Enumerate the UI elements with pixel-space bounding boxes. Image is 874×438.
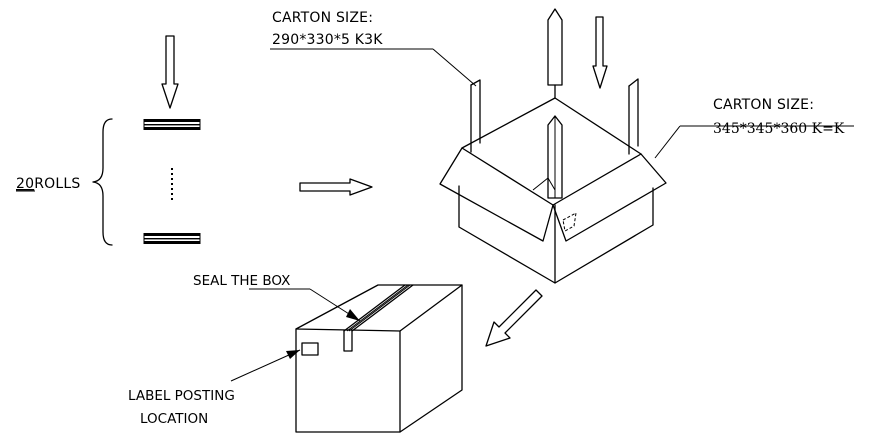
label-location-line2: LOCATION [140,411,208,427]
inner-carton-title: CARTON SIZE: [272,10,373,26]
roll-bottom [143,233,201,244]
down-arrow-rolls [161,35,179,109]
roll-top [143,119,201,130]
label-location: LABEL POSTING LOCATION [128,349,301,427]
rolls-count-label: 20ROLLS [16,176,80,192]
right-arrow [299,178,373,196]
seal-instruction: SEAL THE BOX [193,273,290,289]
stack-brace [92,118,113,246]
inner-carton-size: 290*330*5 K3K [272,32,383,48]
sealed-box [295,284,463,433]
rolls-stack: 20ROLLS [16,35,201,246]
outer-carton-label: CARTON SIZE: 345*345*360 K=K [654,97,854,159]
rolls-unit: ROLLS [34,176,80,192]
outer-carton-title: CARTON SIZE: [713,97,814,113]
inner-liner-posts [470,78,639,199]
down-arrow-carton [592,16,608,89]
label-location-line1: LABEL POSTING [128,388,235,404]
open-carton [439,8,667,284]
label-position-marker [301,342,319,356]
rolls-count: 20 [16,176,34,192]
inner-carton-label: CARTON SIZE: 290*330*5 K3K [270,10,477,87]
seal-label: SEAL THE BOX [193,273,361,322]
outer-carton-size: 345*345*360 K=K [713,121,845,137]
insert-post-arrow [547,8,563,86]
diagonal-arrow [485,289,543,347]
seal-tape [343,284,414,352]
